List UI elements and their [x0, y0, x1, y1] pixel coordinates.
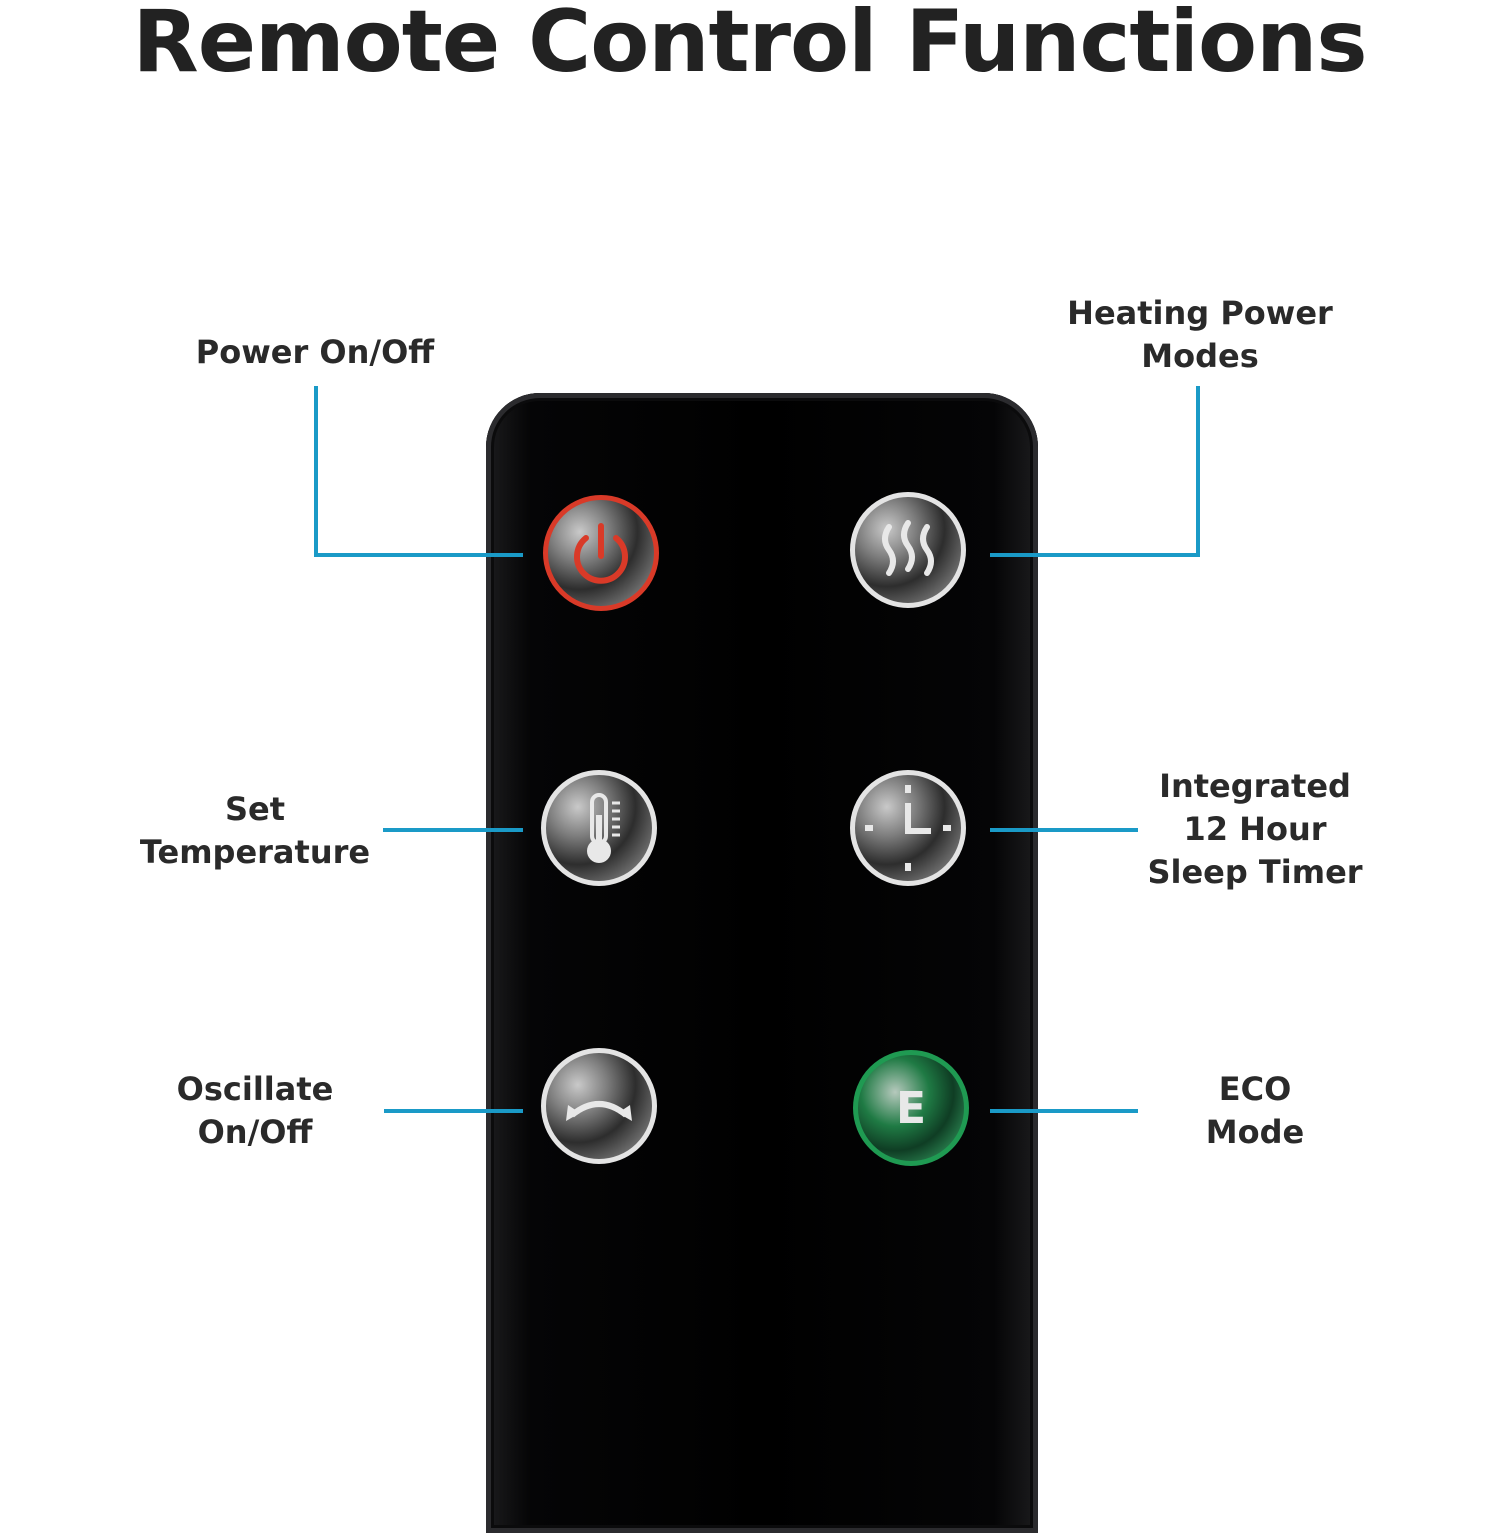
- sleep-timer-button[interactable]: [850, 770, 966, 886]
- label-timer-line-2: 12 Hour: [1183, 810, 1327, 848]
- page-title: Remote Control Functions: [132, 0, 1367, 92]
- leader-heating: [990, 386, 1200, 557]
- heat-waves-icon: [882, 520, 934, 576]
- label-heating-modes: Heating Power Modes: [1050, 292, 1350, 378]
- label-timer-line-3: Sleep Timer: [1147, 853, 1363, 891]
- label-timer-line-1: Integrated: [1159, 767, 1351, 805]
- heating-modes-button[interactable]: [850, 492, 966, 608]
- power-button[interactable]: [543, 495, 659, 611]
- oscillate-button[interactable]: [541, 1048, 657, 1164]
- set-temperature-button[interactable]: [541, 770, 657, 886]
- thermometer-icon: [587, 793, 620, 863]
- label-oscillate-line-1: Oscillate: [176, 1070, 334, 1108]
- label-oscillate: Oscillate On/Off: [140, 1068, 370, 1154]
- label-sleep-timer: Integrated 12 Hour Sleep Timer: [1130, 765, 1380, 894]
- eco-e-icon: E: [896, 1083, 926, 1134]
- label-set-temperature: Set Temperature: [120, 788, 390, 874]
- label-heating-line-1: Heating Power: [1067, 294, 1333, 332]
- label-eco-line-1: ECO: [1218, 1070, 1292, 1108]
- label-eco-mode: ECO Mode: [1165, 1068, 1345, 1154]
- label-eco-line-2: Mode: [1205, 1113, 1305, 1151]
- label-power: Power On/Off: [175, 331, 455, 374]
- label-oscillate-line-2: On/Off: [197, 1113, 313, 1151]
- leader-lines: [314, 386, 1200, 1113]
- oscillate-arrow-icon: [566, 1101, 632, 1121]
- label-heating-line-2: Modes: [1141, 337, 1259, 375]
- power-icon: [574, 523, 628, 584]
- leader-power: [314, 386, 523, 557]
- label-power-line-1: Power On/Off: [195, 333, 435, 371]
- clock-icon: [865, 785, 951, 871]
- eco-mode-button[interactable]: E: [853, 1050, 969, 1166]
- label-temperature-line-1: Set: [224, 790, 286, 828]
- remote-control-body: E: [486, 393, 1038, 1533]
- eco-glyph: E: [896, 1083, 926, 1134]
- label-temperature-line-2: Temperature: [139, 833, 371, 871]
